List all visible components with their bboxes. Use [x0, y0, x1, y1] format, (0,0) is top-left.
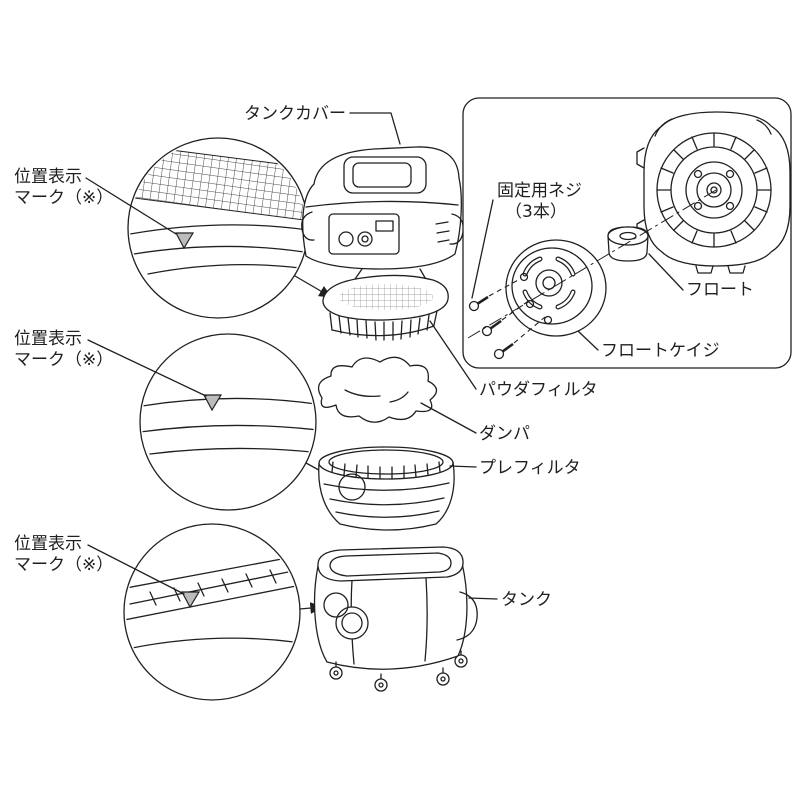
bottom-magnifier-callout	[123, 523, 324, 701]
magnifier-circle	[123, 523, 301, 701]
fixing-screws-label: 固定用ネジ （3本）	[471, 181, 582, 299]
position-mark-location-circle	[323, 592, 349, 618]
fixing-screws-label-line2: （3本）	[505, 202, 567, 222]
knob	[357, 231, 373, 247]
screws-drawing	[468, 278, 546, 360]
detail-box	[462, 97, 792, 369]
magnified-rim-surface	[142, 397, 314, 455]
casters	[329, 650, 468, 692]
tank-port	[335, 606, 369, 640]
float-label-text: フロート	[686, 280, 754, 300]
motor-head-drawing	[636, 111, 791, 274]
float-drawing	[607, 226, 649, 262]
pre-filter-label-text: プレフィルタ	[479, 458, 581, 478]
pre-filter-label: プレフィルタ	[449, 458, 581, 478]
pre-filter-drawing	[318, 446, 455, 531]
tank-handle	[456, 591, 478, 641]
position-mark-triangle	[181, 591, 201, 609]
tank-label-text: タンク	[501, 590, 552, 610]
position-mark-label-line1: 位置表示	[14, 329, 82, 349]
position-mark-label-line1: 位置表示	[14, 167, 82, 187]
powder-filter-drawing	[322, 274, 449, 341]
damper-label: ダンパ	[420, 402, 530, 444]
position-mark-label-line2: マーク（※）	[14, 350, 113, 370]
position-mark-label-line1: 位置表示	[14, 534, 82, 554]
position-mark-label-line2: マーク（※）	[14, 555, 113, 575]
damper-label-text: ダンパ	[479, 424, 530, 444]
float-cage-label-text: フロートケイジ	[601, 341, 720, 361]
magnifier-circle	[139, 333, 317, 511]
top-magnifier-callout	[127, 137, 333, 319]
middle-magnifier-callout	[139, 333, 341, 511]
float-cage-drawing	[505, 239, 607, 337]
magnified-tank-rim	[126, 555, 298, 649]
position-mark-label-line2: マーク（※）	[14, 188, 113, 208]
tank-cover-drawing	[301, 146, 464, 284]
fixing-screws-label-line1: 固定用ネジ	[497, 181, 582, 201]
knob	[338, 231, 354, 247]
position-mark-label-middle: 位置表示 マーク（※）	[14, 329, 207, 397]
damper-drawing	[317, 356, 438, 423]
screw-head	[493, 348, 505, 360]
screw-hole	[519, 272, 529, 282]
screw-head	[481, 325, 493, 337]
position-mark-triangle	[203, 394, 223, 412]
tank-drawing	[313, 546, 478, 692]
screw-hole	[543, 315, 553, 325]
tank-cover-label-text: タンクカバー	[244, 104, 346, 124]
position-mark-label-bottom: 位置表示 マーク（※）	[14, 534, 185, 595]
tank-cover-label: タンクカバー	[244, 104, 401, 145]
assembly-axis-line	[467, 189, 717, 339]
screw-head	[468, 300, 480, 312]
screw-hole	[525, 299, 535, 309]
powder-filter-label-text: パウダフィルタ	[479, 380, 598, 400]
float-cage-label: フロートケイジ	[577, 330, 720, 361]
position-mark-label-top: 位置表示 マーク（※）	[14, 167, 177, 235]
powder-filter-label: パウダフィルタ	[429, 320, 598, 400]
position-mark-location-circle	[338, 473, 366, 501]
position-mark-triangle	[175, 232, 195, 250]
float-label: フロート	[648, 253, 754, 300]
tank-label: タンク	[468, 590, 552, 610]
